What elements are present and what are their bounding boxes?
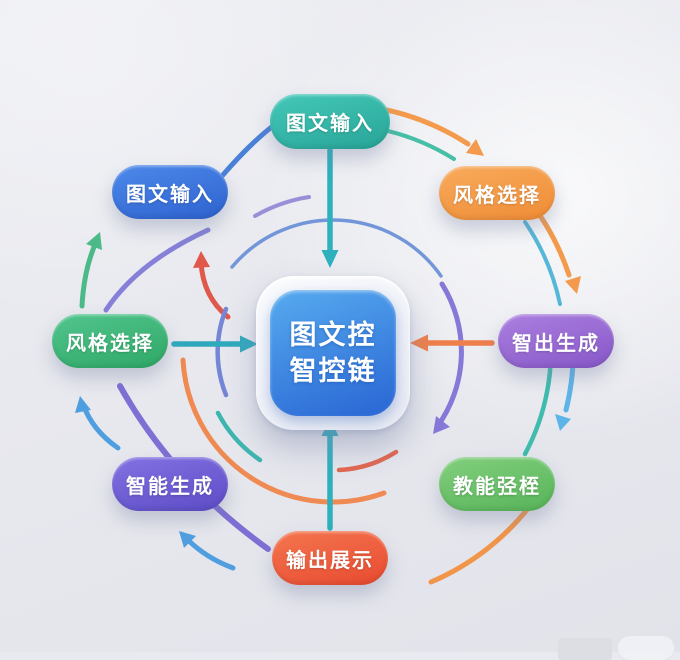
watermark xyxy=(558,636,674,660)
arc-teal-topright xyxy=(386,129,456,161)
node-smart-output-generate: 智出生成 xyxy=(498,314,614,368)
watermark-text-block xyxy=(558,638,612,660)
arrow-lightblue-bottom-to-bottomleft xyxy=(179,531,236,571)
arrow-lightblue-bottomleft-to-left xyxy=(75,396,121,451)
arc-red-inner-bottomright xyxy=(336,449,399,473)
arrow-purple-inner-right xyxy=(433,281,464,434)
arc-purple-topleft xyxy=(103,227,211,313)
node-label: 图文输入 xyxy=(126,183,214,206)
arc-cyan-right xyxy=(523,220,562,306)
center-title-line2: 智控链 xyxy=(289,356,377,386)
node-label: 风格选择 xyxy=(66,332,154,355)
arc-blue-inner-top xyxy=(230,218,443,278)
arrow-bottom-to-center xyxy=(321,418,339,531)
node-style-select-right: 风格选择 xyxy=(439,166,555,220)
node-label: 风格选择 xyxy=(453,184,541,207)
arrow-green-left-up xyxy=(79,232,102,309)
node-label: 图文输入 xyxy=(286,113,374,135)
arc-purple-inner-left xyxy=(215,306,229,398)
arc-teal-inner-bottomleft xyxy=(215,410,263,463)
node-teach-process: 教能弪桎 xyxy=(439,457,555,511)
node-style-select-left: 风格选择 xyxy=(52,314,168,368)
center-title-line1: 图文控 xyxy=(289,320,377,350)
arc-orange-bottomright xyxy=(428,499,536,585)
node-output-display: 输出展示 xyxy=(272,531,388,585)
node-label: 输出展示 xyxy=(286,549,374,572)
node-label: 智能生成 xyxy=(126,475,214,498)
arc-orange-inner-bottom xyxy=(180,357,387,505)
node-label: 智出生成 xyxy=(512,332,600,355)
node-image-text-input-left: 图文输入 xyxy=(112,165,228,219)
arrow-left-to-center xyxy=(171,335,258,353)
center-app-card: 图文控 智控链 xyxy=(256,276,410,430)
arrow-red-spiral-up xyxy=(193,251,231,320)
arc-purple-thin-top xyxy=(253,195,311,218)
center-app-icon: 图文控 智控链 xyxy=(270,290,396,416)
node-smart-generate: 智能生成 xyxy=(112,457,228,511)
node-image-text-input-top: 图文输入 xyxy=(270,94,390,149)
arrow-right-to-center xyxy=(410,334,495,352)
node-label: 教能弪桎 xyxy=(453,475,541,498)
arrow-top-to-center xyxy=(321,147,339,268)
watermark-badge xyxy=(618,636,674,660)
